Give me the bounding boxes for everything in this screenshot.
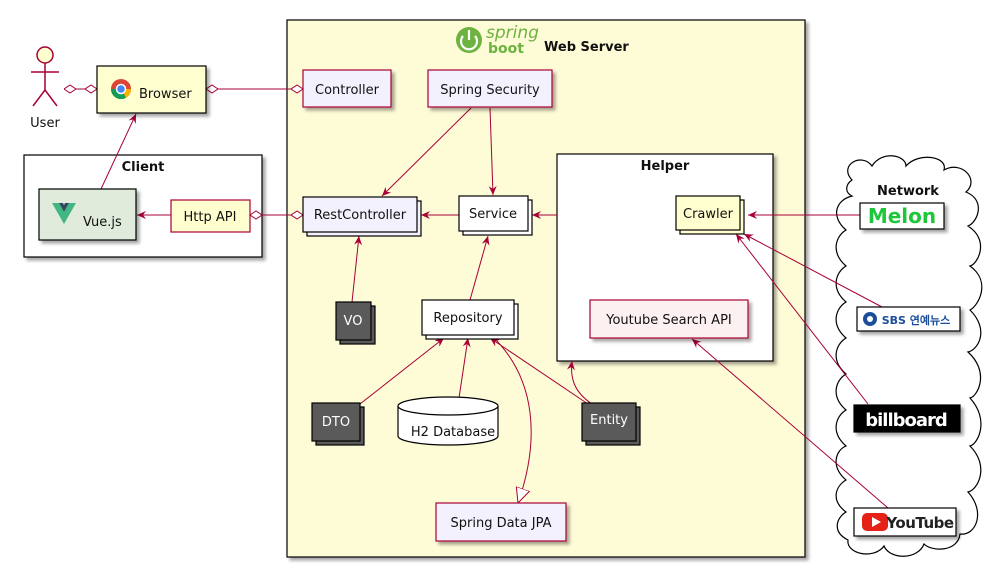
edge-security-service xyxy=(488,107,497,196)
edge-entity-helper xyxy=(566,360,593,405)
edge-sbs-crawler xyxy=(743,233,883,308)
http-api-label: Http API xyxy=(184,210,237,225)
service-node[interactable]: Service xyxy=(458,195,533,236)
browser-label: Browser xyxy=(139,87,192,102)
edge-repository-jpa xyxy=(493,337,532,503)
user-label: User xyxy=(30,116,60,131)
entity-label: Entity xyxy=(590,413,628,428)
dto-node[interactable]: DTO xyxy=(311,402,365,446)
crawler-label: Crawler xyxy=(683,207,734,222)
controller-label: Controller xyxy=(315,83,380,98)
melon-node[interactable]: Melon xyxy=(859,202,945,230)
entity-node[interactable]: Entity xyxy=(581,402,641,446)
network-title: Network xyxy=(877,184,939,199)
spring-logo-text-line2: boot xyxy=(488,41,524,57)
billboard-logo: billboard xyxy=(865,410,947,431)
controller-node[interactable]: Controller xyxy=(302,69,392,108)
h2-database-node[interactable]: H2 Database xyxy=(397,396,499,446)
edge-entity-repository xyxy=(489,337,589,405)
browser-node[interactable]: Browser xyxy=(96,65,207,114)
edge-security-restcontroller xyxy=(381,107,472,197)
edge-vue-browser xyxy=(100,113,137,190)
sbs-node[interactable]: SBS 연예뉴스 xyxy=(856,306,961,332)
youtube-node[interactable]: YouTube xyxy=(853,507,957,537)
billboard-node[interactable]: billboard xyxy=(853,404,961,433)
youtube-logo: YouTube xyxy=(885,514,953,532)
rest-controller-label: RestController xyxy=(314,208,407,223)
client-title: Client xyxy=(122,160,165,175)
rest-controller-node[interactable]: RestController xyxy=(302,196,422,237)
youtube-search-api-label: Youtube Search API xyxy=(605,313,732,328)
spring-security-node[interactable]: Spring Security xyxy=(427,69,553,108)
youtube-search-api-node[interactable]: Youtube Search API xyxy=(589,299,749,339)
edge-dto-repository xyxy=(359,337,445,405)
user-actor[interactable]: User xyxy=(30,46,60,131)
youtube-play-icon xyxy=(862,513,888,531)
dto-label: DTO xyxy=(322,415,350,430)
helper-title: Helper xyxy=(641,159,690,174)
spring-data-jpa-label: Spring Data JPA xyxy=(451,516,552,531)
user-icon xyxy=(31,46,59,107)
h2-database-label: H2 Database xyxy=(411,425,495,440)
crawler-node[interactable]: Crawler xyxy=(675,195,745,235)
spring-data-jpa-node[interactable]: Spring Data JPA xyxy=(435,502,567,542)
vo-node[interactable]: VO xyxy=(335,301,376,345)
vue-label: Vue.js xyxy=(83,215,122,230)
edge-vo-restcontroller xyxy=(351,235,363,303)
service-label: Service xyxy=(469,207,517,222)
web-server-title: Web Server xyxy=(544,40,629,55)
repository-node[interactable]: Repository xyxy=(421,299,519,340)
edge-youtube-searchapi xyxy=(691,338,889,509)
edges xyxy=(64,89,889,509)
spring-logo-text-line1: spring xyxy=(486,23,539,43)
sbs-logo: SBS 연예뉴스 xyxy=(882,313,951,327)
repository-label: Repository xyxy=(433,311,502,326)
vo-label: VO xyxy=(344,314,363,329)
edge-repository-service xyxy=(469,235,490,301)
http-api-node[interactable]: Http API xyxy=(170,199,251,233)
edge-h2-repository xyxy=(458,337,471,399)
spring-boot-logo: spring boot xyxy=(456,23,539,57)
chrome-icon xyxy=(110,79,132,100)
spring-security-label: Spring Security xyxy=(440,83,540,98)
sbs-logo-icon-inner xyxy=(867,316,873,322)
vue-node[interactable]: Vue.js xyxy=(38,188,137,241)
edge-billboard-crawler xyxy=(735,233,869,405)
network-cloud: Network xyxy=(835,155,983,557)
melon-logo: Melon xyxy=(868,204,936,228)
vue-logo-icon xyxy=(52,203,76,224)
